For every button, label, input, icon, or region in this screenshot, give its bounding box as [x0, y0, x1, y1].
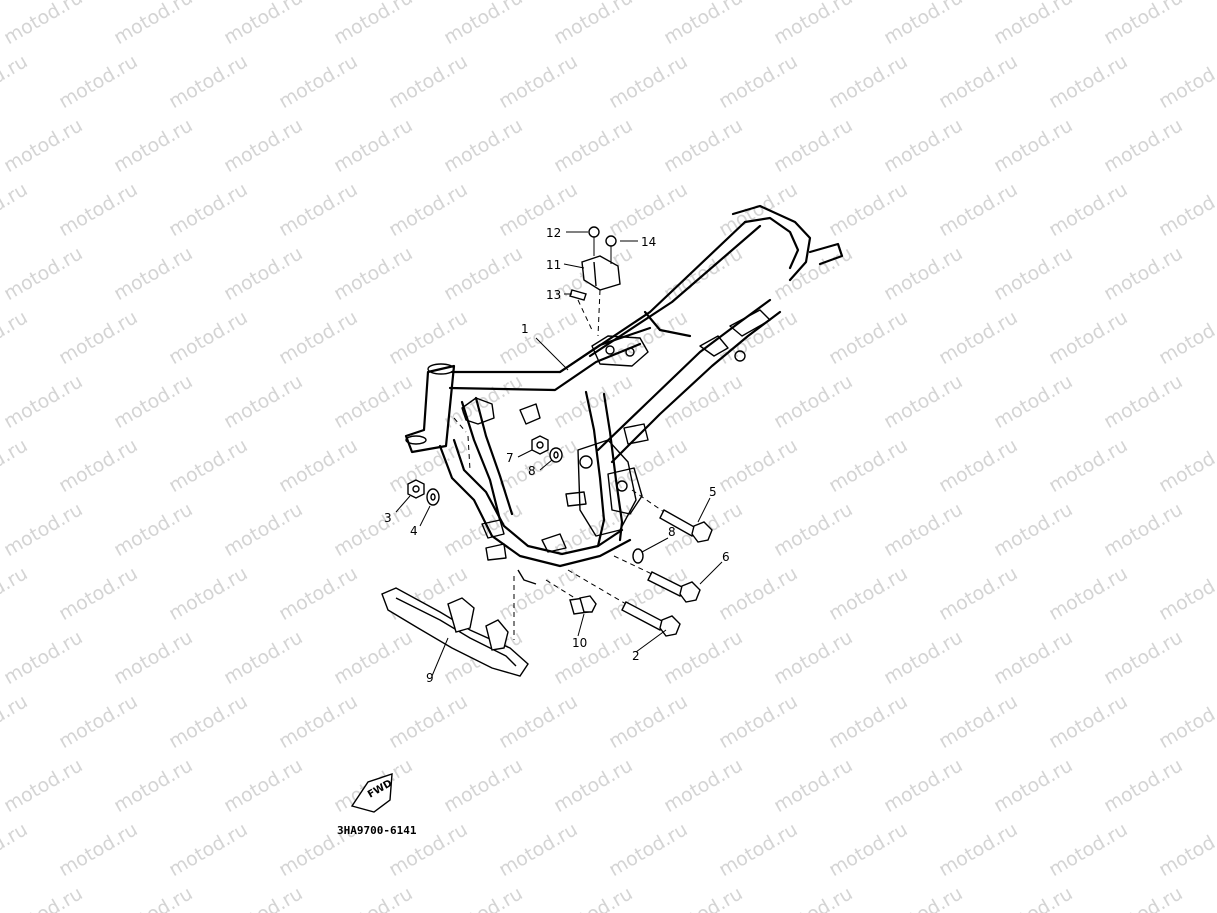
callout-2: 2	[632, 649, 640, 663]
callout-13: 13	[546, 288, 561, 302]
callout-10: 10	[572, 636, 587, 650]
part-8-washer-upper-icon	[549, 447, 563, 463]
part-3-nut-icon	[407, 479, 425, 499]
part-10-bolt-icon	[545, 579, 597, 615]
callout-6: 6	[722, 550, 730, 564]
part-2-long-bolt-icon	[567, 569, 681, 637]
callout-11: 11	[546, 258, 561, 272]
part-9-skid-plate-icon	[381, 569, 537, 677]
callout-12: 12	[546, 226, 561, 240]
part-4-washer-icon	[426, 488, 440, 506]
part-8-washer-lower-icon	[632, 548, 644, 564]
callout-9: 9	[426, 671, 434, 685]
part-5-bolt-icon	[631, 489, 713, 543]
forward-direction-badge-icon: FWD	[350, 773, 394, 813]
part-7-nut-icon	[531, 435, 549, 455]
callout-3: 3	[384, 511, 392, 525]
callout-leaders	[395, 231, 723, 677]
callout-1: 1	[521, 322, 529, 336]
callout-4: 4	[410, 524, 418, 538]
callout-7: 7	[506, 451, 514, 465]
callout-8-lower: 8	[668, 525, 676, 539]
callout-14: 14	[641, 235, 656, 249]
frame-assembly	[404, 204, 844, 568]
callout-5: 5	[709, 485, 717, 499]
callout-8-upper: 8	[528, 464, 536, 478]
part-6-bolt-icon	[613, 555, 701, 603]
diagram-code: 3HA9700-6141	[337, 824, 417, 837]
callout-labels: 1 2 3 4 5 6 7 8 8 9 10 11 12 13 14	[384, 226, 730, 685]
top-bracket-assembly	[569, 226, 621, 337]
